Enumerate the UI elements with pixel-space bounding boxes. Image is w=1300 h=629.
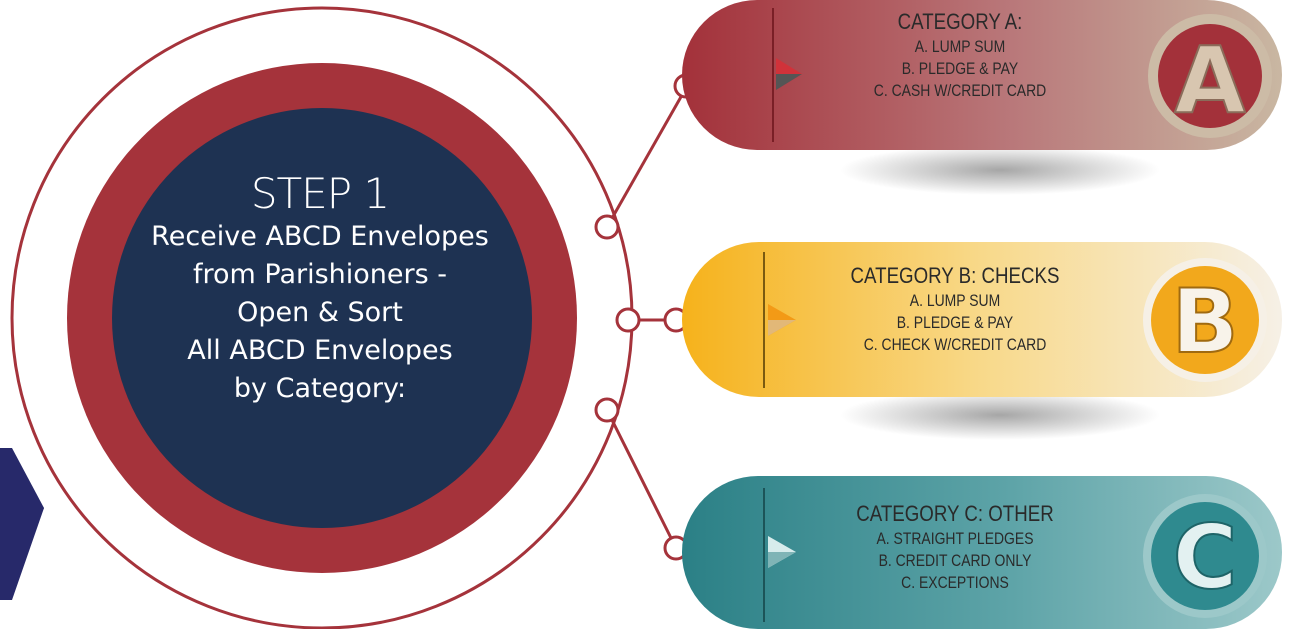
node-b-left <box>615 307 641 333</box>
step-line-2: from Parishioners - <box>192 259 448 290</box>
category-b-title: CATEGORY B: CHECKS <box>850 263 1060 288</box>
category-c-text: CATEGORY C: OTHER A. STRAIGHT PLEDGES B.… <box>810 500 1100 594</box>
step-line-4: All ABCD Envelopes <box>187 335 453 366</box>
pill-a-body <box>682 0 1282 150</box>
step-line-3: Open & Sort <box>237 297 403 328</box>
category-b-item-3: C. CHECK W/CREDIT CARD <box>863 335 1047 354</box>
navy-arrow-shape-body <box>0 448 44 600</box>
category-c-item-3: C. EXCEPTIONS <box>901 573 1009 592</box>
pill-a-shadow <box>840 145 1160 195</box>
pill-category-c: C <box>682 476 1282 629</box>
step-line-1: Receive ABCD Envelopes <box>151 221 489 252</box>
pill-a-badge-inner <box>1158 24 1262 128</box>
step-title: STEP 1 <box>250 169 390 218</box>
pill-category-a: A <box>682 0 1282 150</box>
category-c-title: CATEGORY C: OTHER <box>856 501 1054 526</box>
step-line-5: by Category: <box>233 373 407 404</box>
category-a-item-1: A. LUMP SUM <box>914 37 1006 56</box>
pill-b-badge-inner <box>1151 266 1259 374</box>
category-a-item-3: C. CASH W/CREDIT CARD <box>873 81 1047 100</box>
category-a-item-2: B. PLEDGE & PAY <box>901 59 1019 78</box>
badge-letter-a-icon: A <box>1174 27 1245 134</box>
hub-text-block: STEP 1 Receive ABCD Envelopes from Paris… <box>110 170 530 408</box>
category-b-text: CATEGORY B: CHECKS A. LUMP SUM B. PLEDGE… <box>810 262 1100 356</box>
pill-category-b: B <box>682 242 1282 397</box>
pill-a-chevron-shade <box>776 74 802 90</box>
badge-letter-b-icon: B <box>1171 270 1238 373</box>
hub-navy-disc <box>112 108 532 528</box>
category-c-item-2: B. CREDIT CARD ONLY <box>878 551 1032 570</box>
category-a-title: CATEGORY A: <box>897 9 1023 34</box>
category-c-item-1: A. STRAIGHT PLEDGES <box>876 529 1034 548</box>
pill-c-chevron-shade <box>768 552 796 568</box>
badge-letter-c-icon: C <box>1173 506 1238 609</box>
node-b-hub <box>594 214 620 240</box>
pill-c-body <box>682 476 1282 629</box>
category-a-text: CATEGORY A: A. LUMP SUM B. PLEDGE & PAY … <box>820 8 1100 102</box>
pill-b-shadow <box>840 390 1160 440</box>
pill-c-badge-inner <box>1151 502 1259 610</box>
pill-b-chevron-shade <box>768 320 796 336</box>
node-c-hub <box>594 397 620 423</box>
category-b-item-2: B. PLEDGE & PAY <box>896 313 1014 332</box>
category-b-item-1: A. LUMP SUM <box>909 291 1001 310</box>
pill-b-body <box>682 242 1282 397</box>
